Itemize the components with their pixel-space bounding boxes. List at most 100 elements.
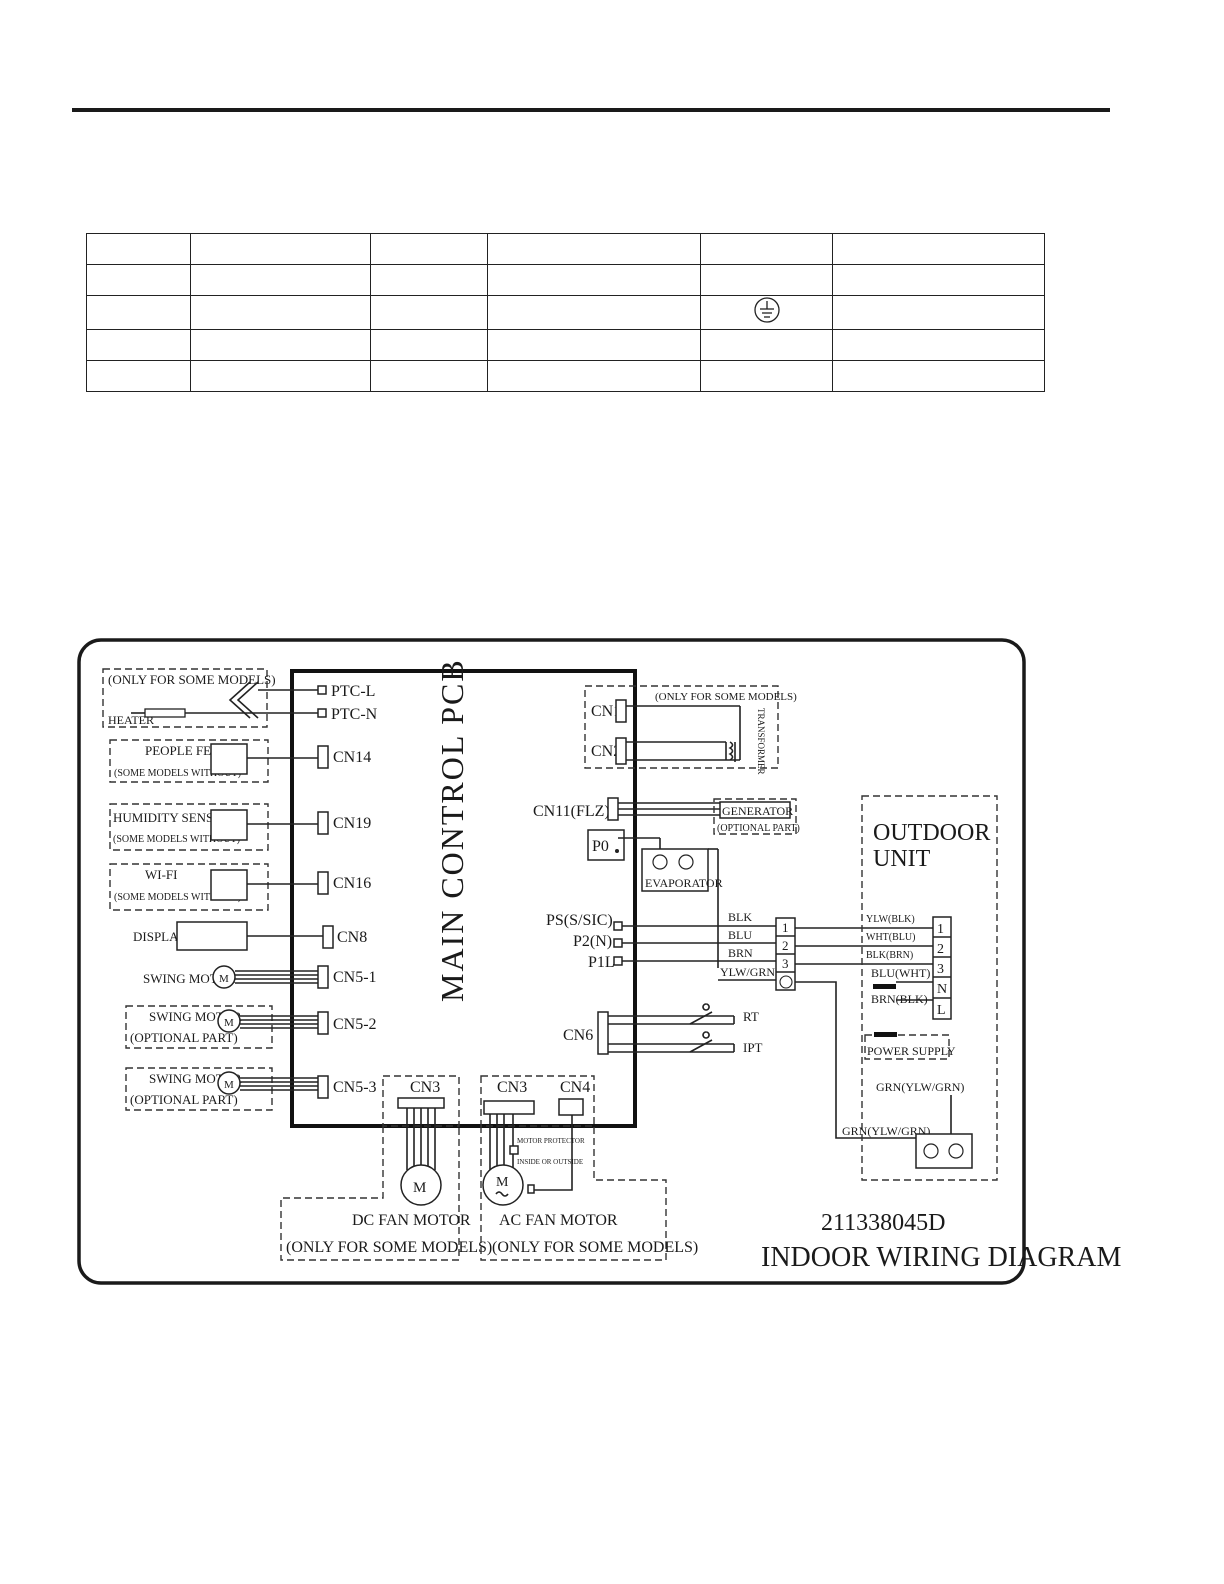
out-blu-wht: BLU(WHT) [871,966,930,980]
wifi-box [109,863,269,911]
heater-note: (ONLY FOR SOME MODELS) [108,672,276,687]
dc-fan-motor-icon [400,1164,442,1206]
diagram-frame [77,638,1026,1285]
out-terminal-n: N [937,982,947,997]
cn5-2-label: CN5-2 [333,1016,377,1033]
out-blk-brn: BLK(BRN) [866,950,913,961]
people-feel-note: (SOME MODELS WITHOUT) [114,768,241,779]
table-row [86,329,1045,361]
ipt-label: IPT [743,1040,763,1055]
table-row [86,295,1045,330]
transformer-note: (ONLY FOR SOME MODELS) [655,691,797,703]
ac-fan-motor-icon [482,1164,524,1206]
outdoor-unit-box [861,795,998,1181]
out-brn-blk: BRN(BLK) [871,992,928,1006]
cn5-1-label: CN5-1 [333,969,377,986]
humidity-sensor-box [109,803,269,851]
motor-m-label: M [219,973,229,985]
cn6-label: CN6 [563,1027,593,1044]
table-cell [832,295,1045,330]
table-row [86,264,1045,296]
out-terminal-2: 2 [937,942,944,957]
table-cell [369,264,488,296]
table-cell [189,264,371,296]
wire-ylwgrn-label: YLW/GRN [720,965,775,979]
heater-box [102,668,268,728]
table-cell [700,329,834,361]
motor-m-label: M [224,1017,234,1029]
generator-label: GENERATOR [722,804,793,818]
wifi-label: WI-FI [145,867,178,882]
ground-icon [678,854,694,870]
doc-number: 211338045D [821,1210,945,1236]
inside-or-outside-label: INSIDE OR OUTSIDE [517,1158,583,1166]
people-feel-label: PEOPLE FEEL [145,743,227,758]
transformer-box [584,685,779,769]
humidity-sensor-note: (SOME MODELS WITHOUT) [113,834,240,845]
table-cell [189,295,371,330]
motor-m-label: M [496,1175,509,1190]
dc-fan-motor-note: (ONLY FOR SOME MODELS) [286,1239,492,1256]
swing-motor-2-note: (OPTIONAL PART) [130,1030,238,1045]
ground-icon [948,1143,964,1159]
cn19-label: CN19 [333,815,371,832]
swing-motor-3-box [125,1067,273,1111]
display-label: DISPLAY [133,929,187,944]
outdoor-terminal-block [932,916,952,1020]
ps-label: PS(S/SIC) [546,912,613,929]
outdoor-unit-title-1: OUTDOOR [873,820,990,846]
table-cell [86,264,191,296]
outdoor-unit-title-2: UNIT [873,846,931,872]
ground-icon [779,975,793,989]
table-cell [369,295,488,330]
out-ylw-blk: YLW(BLK) [866,914,915,925]
motor-protector-label: MOTOR PROTECTOR [517,1137,585,1145]
grn-ylw-grn-outdoor: GRN(YLW/GRN) [876,1080,964,1094]
cn4-label: CN4 [560,1079,590,1096]
wire-blk-label: BLK [728,910,752,924]
wire-blu-label: BLU [728,928,752,942]
terminal-1: 1 [782,920,789,935]
cn16-label: CN16 [333,875,371,892]
terminal-2: 2 [782,938,789,953]
evaporator-box [641,848,709,892]
swing-motor-3-note: (OPTIONAL PART) [130,1092,238,1107]
terminal-3: 3 [782,956,789,971]
display-module [176,921,248,951]
cn5-3-label: CN5-3 [333,1079,377,1096]
table-cell [832,360,1045,392]
ground-icon [923,1143,939,1159]
out-terminal-1: 1 [937,922,944,937]
swing-motor-2-icon [217,1009,241,1033]
table-cell [86,360,191,392]
generator-box [719,801,791,819]
transformer-label: TRANSFORMER [756,708,766,775]
p0-label: P0 [592,838,609,855]
power-supply-label: POWER SUPPLY [867,1044,956,1058]
swing-motor-3-icon [217,1071,241,1095]
motor-m-label: M [413,1180,426,1196]
ground-icon [652,854,668,870]
wire-legend-table [86,233,1045,392]
diagram-title: INDOOR WIRING DIAGRAM [761,1242,1121,1273]
grn-ylw-grn-indoor: GRN(YLW/GRN) [842,1124,930,1138]
swing-motor-2-box [125,1005,273,1049]
table-cell [86,295,191,330]
cn2-label: CN2 [591,743,621,760]
table-cell [189,360,371,392]
rt-label: RT [743,1009,759,1024]
ac-cn3-label: CN3 [497,1079,527,1096]
cn1-label: CN1 [591,703,621,720]
table-cell [832,264,1045,296]
table-cell [369,360,488,392]
table-cell [700,264,834,296]
heater-element [144,708,186,718]
dc-fan-motor-label: DC FAN MOTOR [352,1212,471,1229]
ground-icon [754,297,780,323]
out-wht-blu: WHT(BLU) [866,932,915,943]
evaporator-label: EVAPORATOR [645,876,723,890]
cn14-label: CN14 [333,749,371,766]
header-rule [72,108,1110,112]
pcb-title: MAIN CONTROL PCB [434,658,470,1002]
